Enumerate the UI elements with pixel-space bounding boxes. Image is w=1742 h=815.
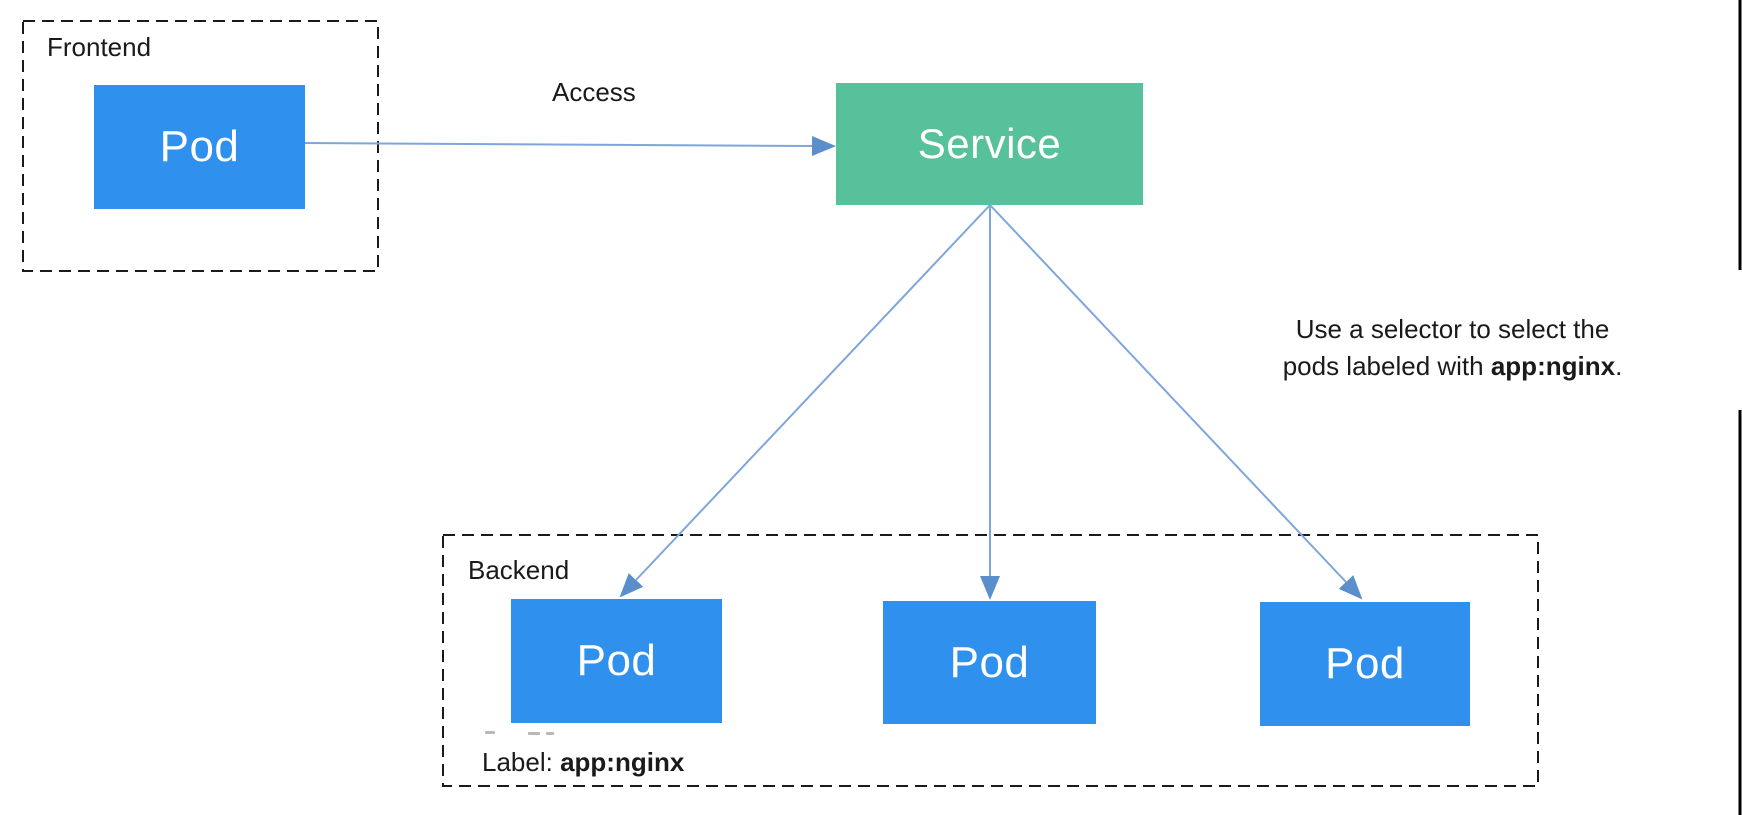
selector-note-line2-prefix: pods labeled with (1282, 351, 1491, 381)
backend-pod-2-label: Pod (949, 637, 1030, 687)
backend-label-prefix: Label: (482, 747, 561, 777)
selector-note-line1: Use a selector to select the (1295, 314, 1610, 344)
selector-note-line2: pods labeled with app:nginx. (1280, 348, 1625, 385)
access-arrow-label: Access (552, 77, 636, 107)
access-arrow (304, 136, 836, 156)
clipped-text-artifact (528, 732, 540, 735)
backend-label-line: Label: app:nginx (482, 747, 684, 778)
selector-note: Use a selector to select the pods labele… (1280, 311, 1625, 385)
backend-pod-2-node: Pod (883, 601, 1096, 724)
backend-pod-3-node: Pod (1260, 602, 1470, 726)
service-node: Service (836, 83, 1143, 205)
backend-pod-1-node: Pod (511, 599, 722, 723)
service-to-pod-3-arrow (989, 204, 1363, 600)
clipped-text-artifact (546, 732, 554, 735)
service-label: Service (917, 120, 1062, 167)
frontend-pod-label: Pod (159, 122, 240, 171)
backend-pod-1-label: Pod (576, 636, 657, 685)
backend-pod-3-label: Pod (1325, 639, 1405, 688)
clipped-text-artifact (485, 731, 495, 734)
selector-note-line2-suffix: . (1615, 351, 1623, 381)
selector-note-line2-bold: app:nginx (1490, 351, 1616, 381)
backend-group-label: Backend (468, 555, 570, 585)
frontend-group-label: Frontend (47, 32, 152, 62)
backend-label-bold: app:nginx (560, 747, 685, 777)
frontend-pod-node: Pod (94, 85, 305, 209)
service-to-pod-1-arrow (619, 204, 991, 598)
